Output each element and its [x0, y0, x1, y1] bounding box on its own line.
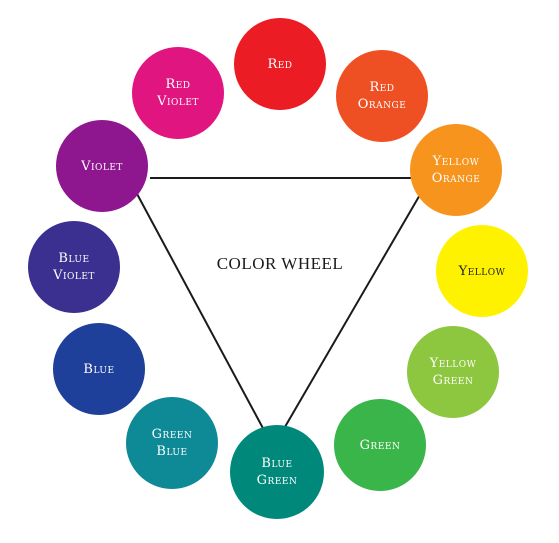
swatch-red: Red	[234, 18, 326, 110]
triangle-edge-yellow-orange-blue-green	[281, 192, 422, 433]
swatch-yellow-green: Yellow Green	[407, 326, 499, 418]
swatch-label: Blue Violet	[53, 251, 95, 283]
swatch-red-violet: Red Violet	[132, 47, 224, 139]
swatch-blue-green: Blue Green	[230, 425, 324, 519]
swatch-label: Red	[267, 56, 293, 72]
swatch-label: Yellow Green	[429, 356, 477, 388]
swatch-green-blue: Green Blue	[126, 397, 218, 489]
swatch-violet: Violet	[56, 120, 148, 212]
swatch-yellow: Yellow	[436, 225, 528, 317]
swatch-label: Blue	[83, 361, 115, 377]
swatch-yellow-orange: Yellow Orange	[410, 124, 502, 216]
swatch-label: Red Violet	[157, 77, 199, 109]
swatch-label: Red Orange	[357, 80, 407, 112]
swatch-blue: Blue	[53, 323, 145, 415]
swatch-blue-violet: Blue Violet	[28, 221, 120, 313]
triangle-edge-violet-blue-green	[135, 191, 266, 433]
swatch-green: Green	[334, 399, 426, 491]
swatch-label: Green Blue	[151, 427, 193, 459]
diagram-title: COLOR WHEEL	[216, 254, 344, 273]
swatch-label: Green	[359, 437, 401, 453]
swatch-label: Violet	[81, 158, 123, 174]
swatch-label: Yellow Orange	[431, 154, 481, 186]
swatch-label: Blue Green	[256, 456, 298, 488]
swatch-red-orange: Red Orange	[336, 50, 428, 142]
swatch-label: Yellow	[458, 263, 506, 279]
